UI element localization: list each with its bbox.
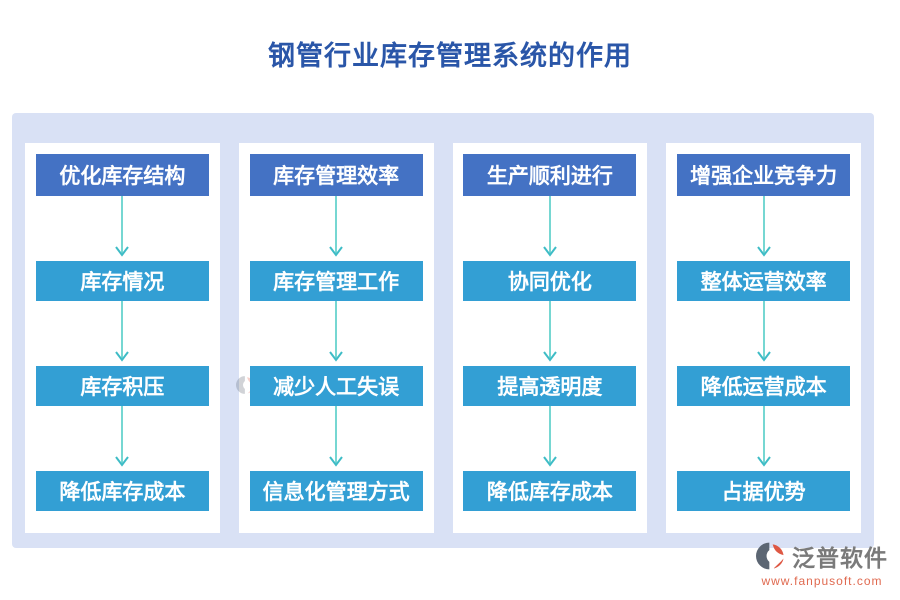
- flow-node: 库存积压: [35, 366, 209, 406]
- flow-column-4: 增强企业竞争力 整体运营效率 降低运营成本 占据优势: [666, 143, 861, 533]
- flow-column-2: 库存管理效率 库存管理工作 减少人工失误 信息化管理方式: [238, 143, 434, 533]
- flow-node: 协同优化: [463, 261, 637, 301]
- down-arrow-icon: [115, 406, 130, 467]
- down-arrow-icon: [756, 196, 771, 257]
- flow-node: 信息化管理方式: [249, 471, 423, 511]
- brand-footer: 泛普软件 www.fanpusoft.com: [756, 539, 888, 588]
- diagram-board: 优化库存结构 库存情况 库存积压 降低库存成本 库存管理效率 库存管理工作 减少…: [12, 113, 874, 548]
- flow-node: 提高透明度: [463, 366, 637, 406]
- flow-node: 库存管理工作: [249, 261, 423, 301]
- brand-url: www.fanpusoft.com: [761, 574, 883, 588]
- down-arrow-icon: [115, 196, 130, 257]
- flow-node: 降低库存成本: [463, 471, 637, 511]
- page-title: 钢管行业库存管理系统的作用: [268, 41, 632, 71]
- flow-column-3: 生产顺利进行 协同优化 提高透明度 降低库存成本: [452, 143, 648, 533]
- fanpu-logo-icon: [756, 542, 784, 570]
- down-arrow-icon: [543, 196, 557, 257]
- flow-node: 整体运营效率: [677, 261, 851, 301]
- flow-node: 增强企业竞争力: [677, 154, 851, 196]
- down-arrow-icon: [543, 406, 557, 467]
- flow-column-1: 优化库存结构 库存情况 库存积压 降低库存成本: [25, 143, 220, 533]
- brand-row: 泛普软件: [756, 539, 888, 573]
- down-arrow-icon: [115, 301, 130, 362]
- flow-node: 降低库存成本: [35, 471, 209, 511]
- flow-node: 库存情况: [35, 261, 209, 301]
- down-arrow-icon: [756, 406, 771, 467]
- flow-node: 库存管理效率: [249, 154, 423, 196]
- down-arrow-icon: [329, 301, 343, 362]
- flow-node: 减少人工失误: [249, 366, 423, 406]
- down-arrow-icon: [329, 196, 343, 257]
- down-arrow-icon: [543, 301, 557, 362]
- flow-node: 占据优势: [677, 471, 851, 511]
- down-arrow-icon: [329, 406, 343, 467]
- flow-node: 降低运营成本: [677, 366, 851, 406]
- flow-node: 生产顺利进行: [463, 154, 637, 196]
- down-arrow-icon: [756, 301, 771, 362]
- brand-name: 泛普软件: [792, 546, 888, 571]
- flow-node: 优化库存结构: [35, 154, 209, 196]
